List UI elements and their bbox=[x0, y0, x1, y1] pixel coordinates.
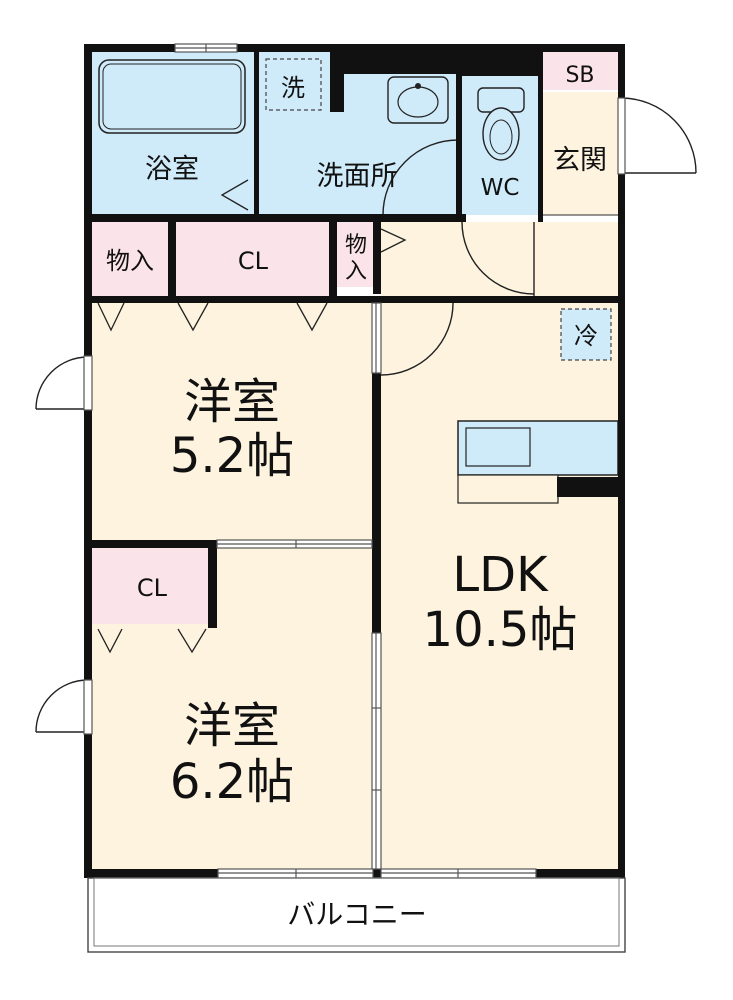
entrance-area bbox=[543, 92, 618, 215]
balcony-area bbox=[87, 877, 626, 953]
closet-top-area bbox=[176, 222, 329, 297]
closet-top-label: CL bbox=[238, 247, 269, 275]
kitchen-counter-icon bbox=[457, 420, 619, 504]
wc-label: WC bbox=[481, 175, 520, 201]
ldk-area bbox=[381, 303, 619, 869]
washer-pan-icon bbox=[265, 58, 322, 111]
western-room-1-name: 洋室 bbox=[184, 374, 280, 430]
closet-lower-area bbox=[92, 548, 208, 624]
toilet-icon bbox=[477, 87, 525, 161]
washer-label: 洗 bbox=[281, 74, 305, 102]
balcony-label: バルコニー bbox=[287, 898, 426, 931]
storage-mid-area bbox=[337, 222, 375, 287]
closet-lower-label: CL bbox=[137, 574, 168, 602]
bath-label: 浴室 bbox=[145, 154, 199, 185]
hallway-area bbox=[381, 222, 619, 296]
storage-left-area bbox=[92, 222, 168, 297]
storage-mid-label: 物入 bbox=[345, 233, 367, 284]
fridge-label: 冷 bbox=[574, 322, 598, 350]
openings bbox=[83, 43, 626, 879]
washroom-label: 洗面所 bbox=[317, 161, 398, 192]
western-room-1-area bbox=[92, 303, 372, 540]
fixtures bbox=[97, 58, 619, 654]
shoebox-label: SB bbox=[565, 63, 594, 88]
storage-left-label: 物入 bbox=[106, 247, 154, 275]
doors bbox=[35, 97, 697, 733]
western-room-2-name: 洋室 bbox=[184, 698, 280, 754]
shoebox-area bbox=[543, 52, 618, 90]
ldk-size: 10.5帖 bbox=[423, 602, 578, 658]
fridge-space-icon bbox=[560, 308, 612, 361]
western-room-2-size: 6.2帖 bbox=[170, 754, 294, 810]
bathtub-icon bbox=[98, 59, 246, 134]
labels: 浴室 洗面所 洗 WC SB 玄関 物入 CL 物入 冷 洋室 5.2帖 LDK… bbox=[106, 63, 607, 931]
entrance-label: 玄関 bbox=[553, 145, 607, 176]
western-room-1-size: 5.2帖 bbox=[170, 428, 294, 484]
ldk-name: LDK bbox=[452, 547, 549, 603]
